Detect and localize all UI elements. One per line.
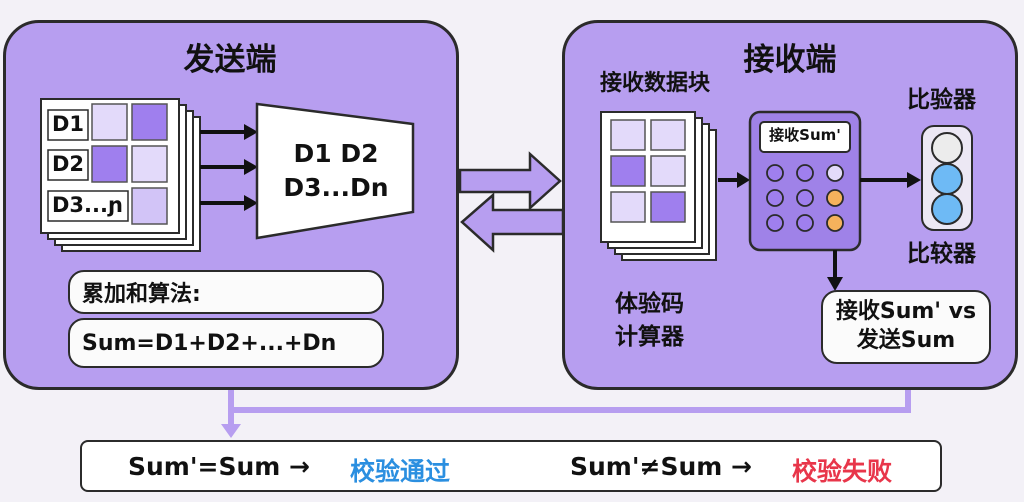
comparator-bottom-label: 比较器 <box>907 241 976 267</box>
grid-cell <box>650 191 686 223</box>
row-box-d3 <box>47 190 129 222</box>
compare-line-2: 发送Sum <box>856 328 956 353</box>
row-label-d1: D1 <box>52 112 85 136</box>
grid-cell <box>610 119 646 151</box>
calculator-screen-text: 接收Sum' <box>769 126 841 144</box>
formula-text: Sum=D1+D2+...+Dn <box>82 330 337 356</box>
grid-cell <box>650 155 686 187</box>
feedback-arrowhead <box>221 424 241 438</box>
formula-box: Sum=D1+D2+...+Dn <box>68 318 384 368</box>
pass-text: 校验通过 <box>350 457 451 486</box>
algorithm-label: 累加和算法: <box>82 282 201 307</box>
grid-cell <box>131 187 168 225</box>
return-arrow <box>460 192 565 253</box>
fail-text: 校验失败 <box>792 457 893 486</box>
comparator-top-label: 比验器 <box>907 87 976 113</box>
grid-cell <box>131 145 168 183</box>
receiver-title: 接收端 <box>743 42 837 78</box>
algorithm-label-box: 累加和算法: <box>68 270 384 314</box>
row-label-d2: D2 <box>52 152 85 176</box>
send-arrow <box>458 151 562 211</box>
row-box-d2 <box>47 149 89 181</box>
grid-cell <box>91 103 128 141</box>
receiver-data-block-stack <box>600 111 717 261</box>
compare-box: 接收Sum' vs 发送Sum <box>821 290 991 364</box>
calculator-label-line-2: 计算器 <box>615 324 684 350</box>
grid-cell <box>131 103 168 141</box>
received-blocks-label: 接收数据块 <box>600 71 711 96</box>
merge-trapezoid <box>255 102 415 240</box>
sender-data-block-stack <box>40 98 201 252</box>
sender-input-arrows <box>200 124 258 211</box>
merge-text-line-2: D3...Dn <box>283 173 389 202</box>
grid-cell <box>610 155 646 187</box>
fail-expression: Sum'≠Sum → <box>570 452 752 481</box>
grid-cell <box>91 145 128 183</box>
row-label-d3: D3...ɲ <box>52 193 123 217</box>
grid-cell <box>650 119 686 151</box>
result-box: Sum'=Sum → 校验通过 Sum'≠Sum → 校验失败 <box>80 440 942 492</box>
calculator-icon <box>748 110 862 252</box>
merge-text-line-1: D1 D2 <box>293 139 379 168</box>
compare-line-1: 接收Sum' vs <box>835 299 977 325</box>
grid-cell <box>610 191 646 223</box>
feedback-line <box>228 390 911 413</box>
pass-expression: Sum'=Sum → <box>128 452 310 481</box>
row-box-d1 <box>47 109 89 141</box>
sender-title: 发送端 <box>183 42 277 78</box>
calculator-label-line-1: 体验码 <box>615 291 684 317</box>
comparator-icon <box>921 125 973 231</box>
